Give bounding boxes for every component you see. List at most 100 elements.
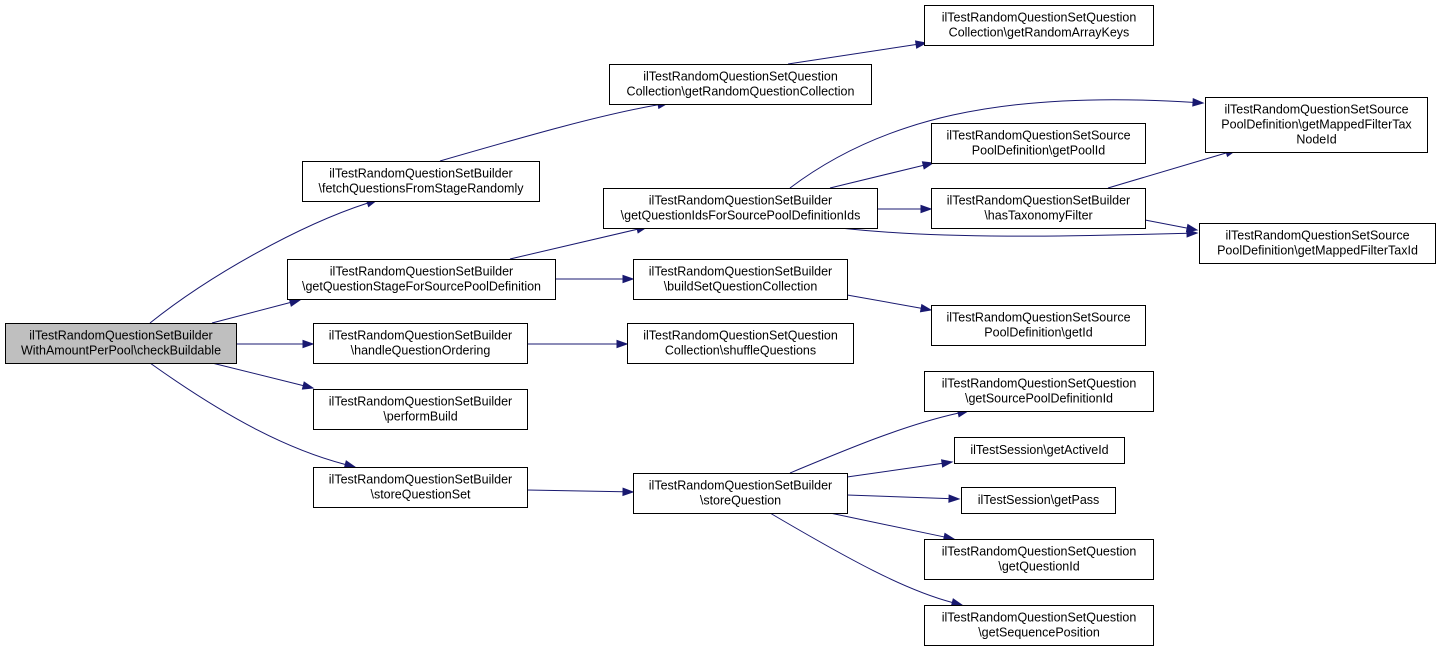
- edge-getQuestionStageForSourcePoolDefinition-to-buildSetQuestionCollection: [555, 274, 635, 284]
- edge-storeQuestion-to-getPass: [846, 494, 961, 503]
- node-label-line: PoolDefinition\getPoolId: [972, 144, 1105, 158]
- node-getRandomArrayKeys[interactable]: ilTestRandomQuestionSetQuestionCollectio…: [924, 5, 1154, 46]
- node-box[interactable]: [627, 323, 854, 364]
- node-label-line: NodeId: [1296, 133, 1336, 147]
- node-label-line: ilTestRandomQuestionSetSource: [1225, 229, 1409, 243]
- node-getMappedFilterTaxNodeId[interactable]: ilTestRandomQuestionSetSourcePoolDefinit…: [1205, 97, 1428, 153]
- node-getRandomQuestionCollection[interactable]: ilTestRandomQuestionSetQuestionCollectio…: [609, 64, 872, 105]
- node-buildSetQuestionCollection[interactable]: ilTestRandomQuestionSetBuilder\buildSetQ…: [633, 259, 848, 300]
- node-label-line: \getSourcePoolDefinitionId: [965, 392, 1113, 406]
- node-label-line: ilTestRandomQuestionSetQuestion: [942, 11, 1137, 25]
- edge-buildSetQuestionCollection-to-getId: [846, 294, 933, 313]
- node-box[interactable]: [924, 539, 1154, 580]
- node-box[interactable]: [313, 467, 528, 508]
- edge-storeQuestionSet-to-storeQuestion: [526, 487, 635, 497]
- node-getPass[interactable]: ilTestSession\getPass: [961, 487, 1116, 514]
- node-box[interactable]: [1205, 97, 1428, 153]
- edge-line: [211, 362, 304, 387]
- node-box[interactable]: [313, 389, 528, 430]
- node-label-line: \getQuestionId: [998, 560, 1079, 574]
- edge-line: [846, 294, 922, 309]
- edge-storeQuestion-to-getActiveId: [846, 459, 954, 478]
- node-label-line: ilTestRandomQuestionSetQuestion: [942, 377, 1137, 391]
- node-hasTaxonomyFilter[interactable]: ilTestRandomQuestionSetBuilder\hasTaxono…: [931, 188, 1146, 229]
- edge-arrowhead: [950, 598, 964, 607]
- node-box[interactable]: [931, 188, 1146, 229]
- node-label-line: ilTestRandomQuestionSetBuilder: [649, 479, 832, 493]
- node-getSourcePoolDefinitionId[interactable]: ilTestRandomQuestionSetQuestion\getSourc…: [924, 371, 1154, 412]
- node-storeQuestion[interactable]: ilTestRandomQuestionSetBuilder\storeQues…: [633, 473, 848, 514]
- node-box[interactable]: [287, 259, 556, 300]
- node-root[interactable]: ilTestRandomQuestionSetBuilderWithAmount…: [5, 323, 237, 364]
- node-box[interactable]: [931, 305, 1146, 346]
- node-label-line: ilTestRandomQuestionSetBuilder: [649, 265, 832, 279]
- node-box[interactable]: [931, 123, 1146, 164]
- node-box[interactable]: [633, 473, 848, 514]
- edge-line: [829, 512, 945, 538]
- edge-getQuestionIdsForSourcePoolDefinitionIds-to-getMappedFilterTaxNodeId: [789, 98, 1205, 189]
- node-box[interactable]: [603, 188, 878, 229]
- node-shuffleQuestions[interactable]: ilTestRandomQuestionSetQuestionCollectio…: [627, 323, 854, 364]
- edge-getRandomQuestionCollection-to-getRandomArrayKeys: [787, 40, 928, 65]
- node-storeQuestionSet[interactable]: ilTestRandomQuestionSetBuilder\storeQues…: [313, 467, 528, 508]
- node-performBuild[interactable]: ilTestRandomQuestionSetBuilder\performBu…: [313, 389, 528, 430]
- node-label-line: ilTestSession\getActiveId: [970, 443, 1108, 457]
- node-label-line: ilTestRandomQuestionSetBuilder: [947, 194, 1130, 208]
- node-box[interactable]: [924, 371, 1154, 412]
- node-label-line: ilTestRandomQuestionSetQuestion: [643, 70, 838, 84]
- node-getSequencePosition[interactable]: ilTestRandomQuestionSetQuestion\getSeque…: [924, 605, 1154, 646]
- edge-arrowhead: [301, 381, 315, 390]
- node-label-line: \getQuestionIdsForSourcePoolDefinitionId…: [621, 209, 861, 223]
- node-getActiveId[interactable]: ilTestSession\getActiveId: [954, 437, 1125, 464]
- edge-fetchQuestionsFromStageRandomly-to-getRandomQuestionCollection: [439, 100, 670, 162]
- node-getMappedFilterTaxId[interactable]: ilTestRandomQuestionSetSourcePoolDefinit…: [1199, 223, 1436, 264]
- edge-hasTaxonomyFilter-to-getMappedFilterTaxId: [1144, 219, 1199, 233]
- edge-arrowhead: [1192, 98, 1205, 107]
- edge-getQuestionIdsForSourcePoolDefinitionIds-to-hasTaxonomyFilter: [877, 204, 933, 214]
- node-box[interactable]: [954, 437, 1125, 464]
- edge-line: [789, 412, 959, 474]
- node-box[interactable]: [313, 323, 528, 364]
- node-box[interactable]: [302, 161, 540, 202]
- node-label-line: \handleQuestionOrdering: [351, 344, 491, 358]
- edge-line: [839, 227, 1188, 237]
- edge-arrowhead: [302, 339, 315, 349]
- node-label-line: ilTestRandomQuestionSetBuilder: [29, 329, 212, 343]
- node-getQuestionStageForSourcePoolDefinition[interactable]: ilTestRandomQuestionSetBuilder\getQuesti…: [287, 259, 556, 300]
- node-box[interactable]: [924, 605, 1154, 646]
- node-label-line: ilTestSession\getPass: [978, 493, 1100, 507]
- node-label-line: ilTestRandomQuestionSetBuilder: [329, 167, 512, 181]
- node-handleQuestionOrdering[interactable]: ilTestRandomQuestionSetBuilder\handleQue…: [313, 323, 528, 364]
- node-label-line: \buildSetQuestionCollection: [664, 280, 818, 294]
- edge-line: [846, 462, 943, 478]
- edge-storeQuestion-to-getQuestionId: [829, 512, 956, 542]
- node-getPoolId[interactable]: ilTestRandomQuestionSetSourcePoolDefinit…: [931, 123, 1146, 164]
- node-fetchQuestionsFromStageRandomly[interactable]: ilTestRandomQuestionSetBuilder\fetchQues…: [302, 161, 540, 202]
- node-label-line: Collection\getRandomArrayKeys: [949, 26, 1130, 40]
- node-getQuestionId[interactable]: ilTestRandomQuestionSetQuestion\getQuest…: [924, 539, 1154, 580]
- node-box[interactable]: [609, 64, 872, 105]
- node-label-line: Collection\getRandomQuestionCollection: [627, 85, 855, 99]
- node-box[interactable]: [5, 323, 237, 364]
- node-box[interactable]: [961, 487, 1116, 514]
- node-box[interactable]: [924, 5, 1154, 46]
- edge-arrowhead: [919, 303, 933, 313]
- node-box[interactable]: [1199, 223, 1436, 264]
- node-box[interactable]: [633, 259, 848, 300]
- node-label-line: \storeQuestionSet: [370, 488, 471, 502]
- node-label-line: ilTestRandomQuestionSetBuilder: [329, 473, 512, 487]
- edge-arrowhead: [920, 204, 933, 214]
- edge-root-to-performBuild: [211, 362, 315, 390]
- edge-getQuestionIdsForSourcePoolDefinitionIds-to-getMappedFilterTaxId: [839, 227, 1199, 238]
- edge-line: [149, 362, 346, 465]
- node-getQuestionIdsForSourcePoolDefinitionIds[interactable]: ilTestRandomQuestionSetBuilder\getQuesti…: [603, 188, 878, 229]
- edge-arrowhead: [948, 494, 961, 503]
- node-getId[interactable]: ilTestRandomQuestionSetSourcePoolDefinit…: [931, 305, 1146, 346]
- node-label-line: ilTestRandomQuestionSetBuilder: [329, 395, 512, 409]
- edge-arrowhead: [343, 460, 357, 469]
- node-label-line: \getQuestionStageForSourcePoolDefinition: [302, 280, 541, 294]
- edge-root-to-handleQuestionOrdering: [236, 339, 315, 349]
- edge-arrowhead: [622, 274, 635, 284]
- edge-line: [149, 202, 368, 324]
- edge-arrowhead: [1185, 223, 1199, 233]
